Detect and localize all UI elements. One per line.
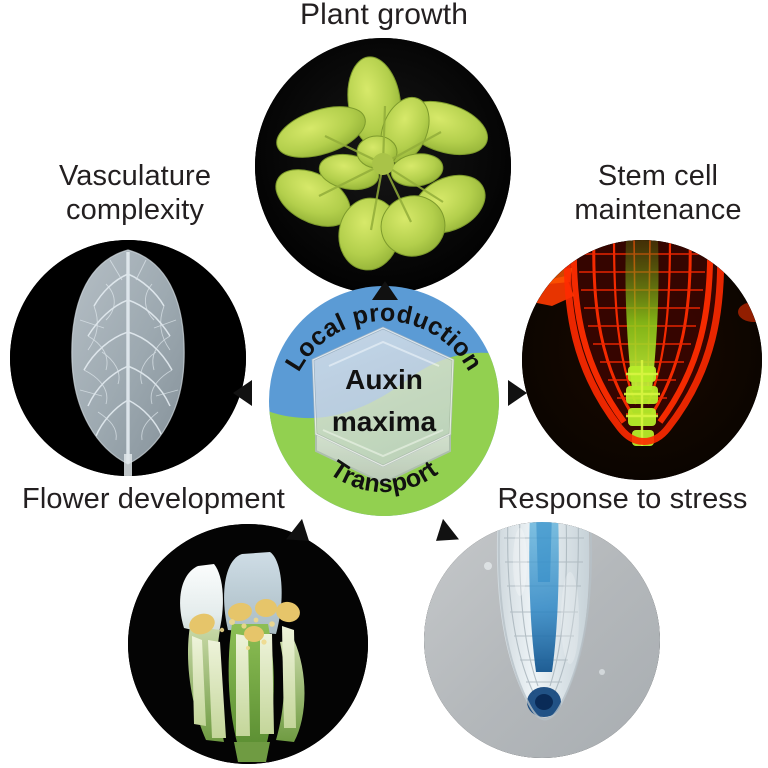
arrow-to-stress — [428, 518, 459, 552]
arrow-to-vasculature — [233, 380, 252, 406]
auxin-maxima-hub: Local production Transport Auxin maxima — [267, 284, 501, 518]
auxin-box-shape — [311, 326, 455, 485]
photo-plant-growth — [255, 38, 511, 294]
caption-stem-cell-maintenance: Stem cell maintenance — [574, 160, 742, 226]
photo-stem-cell-maintenance — [522, 240, 762, 480]
photo-vasculature-complexity — [10, 240, 246, 476]
auxin-label-line2: maxima — [332, 406, 437, 437]
arrow-to-stem-cell — [508, 380, 527, 406]
arrow-to-plant-growth — [372, 281, 398, 300]
photo-response-to-stress — [424, 522, 660, 758]
photo-flower-development — [128, 524, 368, 764]
caption-vasculature-complexity: Vasculature complexity — [58, 160, 212, 226]
caption-response-to-stress: Response to stress — [497, 483, 748, 515]
caption-flower-development: Flower development — [22, 483, 285, 515]
auxin-label-line1: Auxin — [345, 364, 423, 395]
caption-plant-growth: Plant growth — [300, 0, 468, 31]
